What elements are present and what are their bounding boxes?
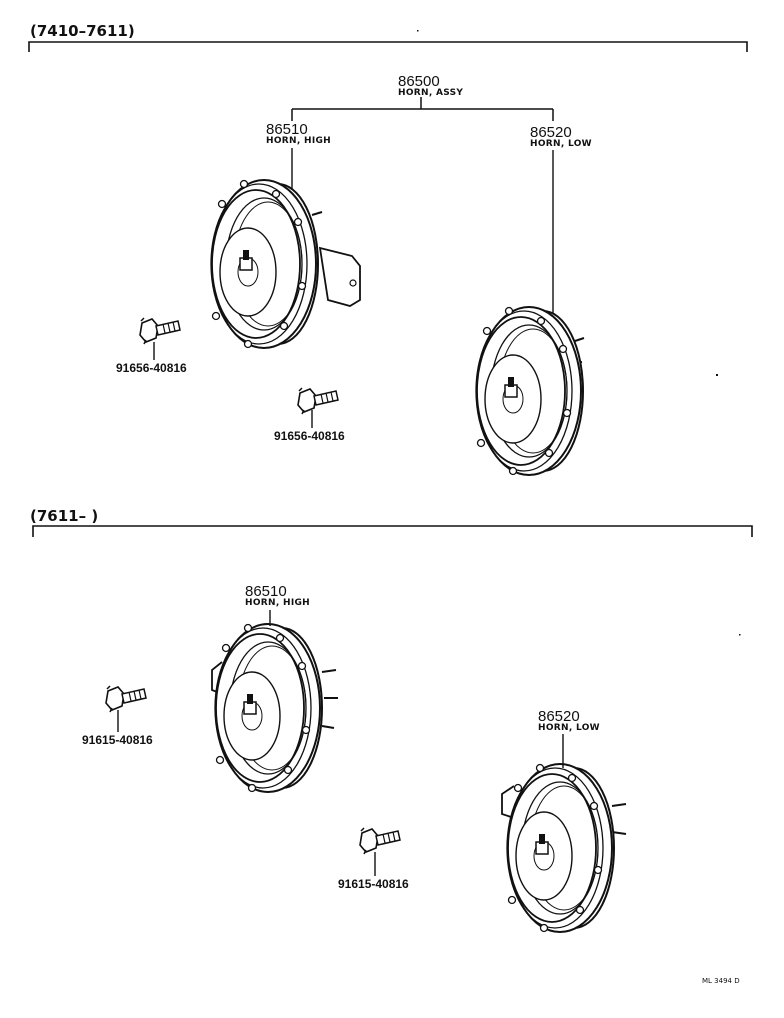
assy-leader-lines — [291, 97, 554, 121]
s1-bolt-b-drawing — [297, 387, 339, 415]
s2-horn-high-drawing — [211, 623, 338, 793]
section-1-bracket — [28, 41, 748, 52]
callout-leaders — [117, 148, 564, 876]
scan-specks — [417, 30, 741, 636]
assy-part-number: 86500 — [398, 73, 440, 90]
s2-low-part-name: HORN, LOW — [538, 723, 600, 733]
s2-bolt-a-drawing — [105, 685, 147, 713]
s1-high-part-name: HORN, HIGH — [266, 136, 331, 146]
section-2-label: (7611– ) — [30, 507, 99, 525]
s1-bolt-a-drawing — [139, 317, 181, 345]
s1-horn-low-drawing — [475, 306, 585, 476]
s2-bolt-b-drawing — [359, 827, 401, 855]
section-1-label: (7410–7611) — [30, 22, 135, 40]
section-2-bracket — [32, 525, 753, 537]
s2-low-part-number: 86520 — [538, 708, 580, 725]
s1-low-part-name: HORN, LOW — [530, 139, 592, 149]
s2-high-part-name: HORN, HIGH — [245, 598, 310, 608]
s1-bolt-a-part-number: 91656-40816 — [116, 361, 187, 375]
s2-horn-low-drawing — [501, 763, 627, 933]
s1-horn-high-drawing — [210, 179, 361, 349]
s2-bolt-b-part-number: 91615-40816 — [338, 877, 409, 891]
figure-reference: ML 3494 D — [702, 977, 740, 985]
s2-bolt-a-part-number: 91615-40816 — [82, 733, 153, 747]
s1-low-part-number: 86520 — [530, 124, 572, 141]
assy-part-name: HORN, ASSY — [398, 88, 464, 98]
s1-bolt-b-part-number: 91656-40816 — [274, 429, 345, 443]
s1-high-part-number: 86510 — [266, 121, 308, 138]
s2-high-part-number: 86510 — [245, 583, 287, 600]
